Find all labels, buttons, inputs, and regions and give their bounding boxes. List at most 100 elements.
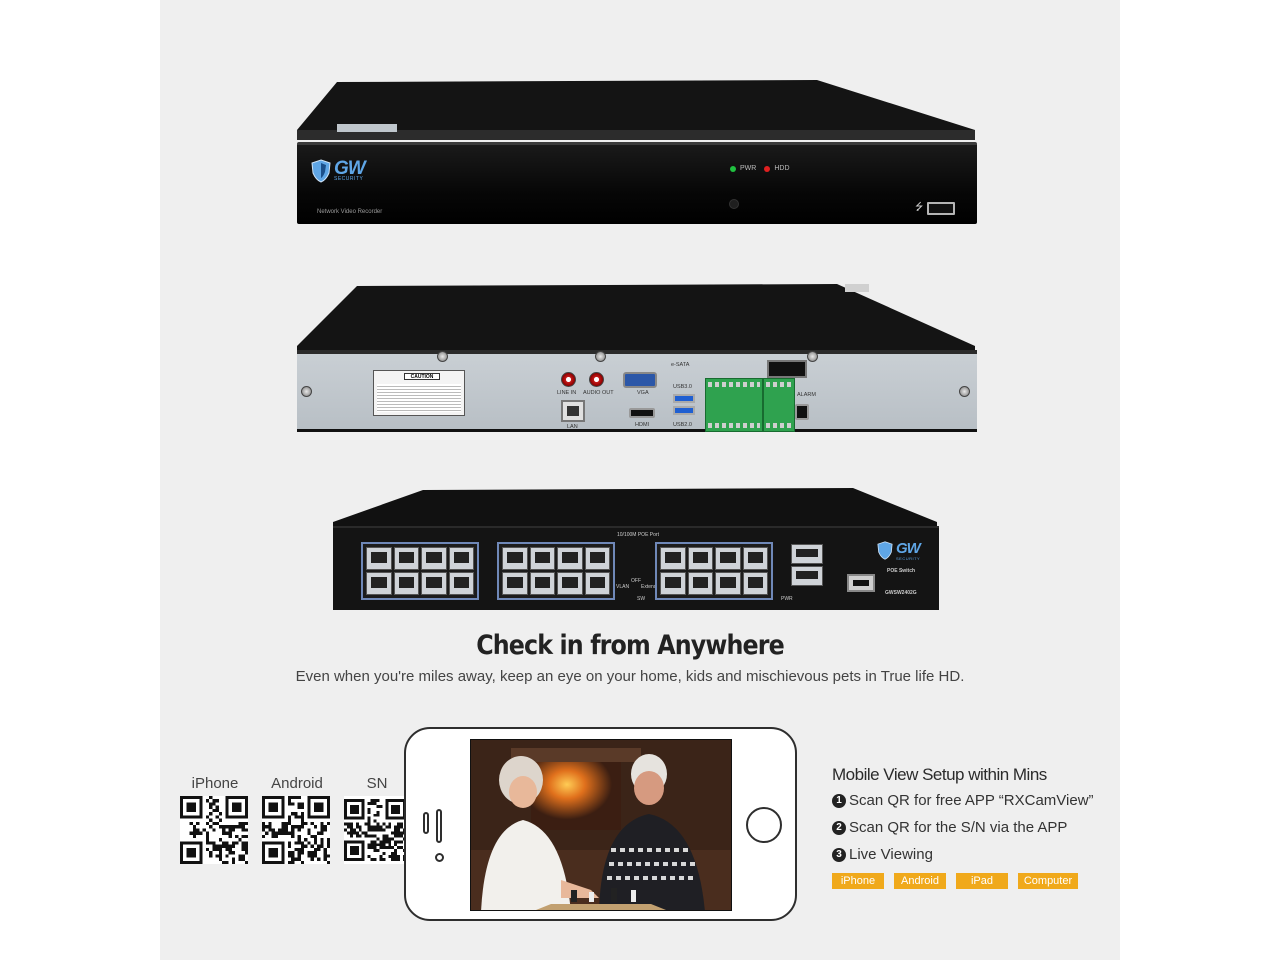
qr-label-android: Android: [271, 775, 323, 792]
poe-ports-17-24: [655, 542, 773, 600]
alarm-terminal-block: [763, 378, 795, 432]
poe-port: [715, 547, 741, 570]
poe-port: [529, 547, 555, 570]
poe-port: [366, 547, 392, 570]
platform-badge-ipad: iPad: [956, 873, 1008, 889]
platform-badge-iphone: iPhone: [832, 873, 884, 889]
step-text: Scan QR for the S/N via the APP: [849, 819, 1068, 836]
audio-out-port: [589, 372, 604, 387]
smartphone: [404, 727, 797, 921]
caution-text-lines: [377, 384, 461, 412]
setup-step-1: 1 Scan QR for free APP “RXCamView”: [832, 792, 1094, 809]
live-view-screen: [470, 739, 732, 911]
switch-logo-subtext: SECURITY: [896, 556, 921, 561]
io-terminal-block: [705, 378, 763, 432]
shield-icon: [877, 541, 893, 560]
poe-port: [557, 547, 583, 570]
step-text: Live Viewing: [849, 846, 933, 863]
phone-home-button: [746, 807, 782, 843]
setup-step-3: 3 Live Viewing: [832, 846, 933, 863]
poe-port: [502, 572, 528, 595]
nvr-front-top-panel: [297, 80, 975, 140]
product-canvas: GW SECURITY Network Video Recorder PWR H…: [160, 0, 1120, 960]
poe-switch-front: 10/100M POE Port VLAN OFF Extend SW PWR …: [333, 526, 939, 610]
shield-icon: [311, 159, 331, 183]
poe-port: [584, 572, 610, 595]
poe-ports-9-16: [497, 542, 615, 600]
usb2-label: USB2.0: [673, 422, 692, 428]
switch-pwr-label: PWR: [781, 596, 793, 602]
usb2-port: [673, 406, 695, 415]
poe-port: [502, 547, 528, 570]
platform-badges: iPhone Android iPad Computer: [832, 873, 1078, 889]
poe-port: [366, 572, 392, 595]
esata-label: e-SATA: [671, 362, 690, 368]
screw-icon: [595, 351, 606, 362]
pwr-led-icon: [730, 165, 736, 172]
screw-icon: [807, 351, 818, 362]
phone-earpiece-icon: [436, 809, 442, 843]
nvr-front-panel: GW SECURITY Network Video Recorder PWR H…: [297, 142, 977, 224]
qr-code-android: [262, 796, 330, 864]
vlan-label: VLAN: [616, 584, 630, 590]
sfp-port: [847, 574, 875, 592]
headline: Check in from Anywhere: [476, 630, 784, 661]
nvr-rear-panel: CAUTION LINE IN AUDIO OUT VGA e-SATA USB…: [297, 350, 977, 432]
step-number: 2: [832, 820, 846, 835]
alarm-label: ALARM: [797, 392, 816, 398]
poe-port: [557, 572, 583, 595]
lan-port: [561, 400, 585, 422]
poe-ports-1-8: [361, 542, 479, 600]
step-number: 1: [832, 793, 846, 808]
caution-label: CAUTION: [373, 370, 465, 416]
poe-port: [742, 547, 768, 570]
dc-power-port: [795, 404, 809, 420]
hdmi-port: [629, 408, 655, 418]
poe-port-header: 10/100M POE Port: [617, 532, 659, 538]
screw-icon: [301, 386, 312, 397]
switch-model: GWSW2402G: [885, 590, 917, 596]
step-text: Scan QR for free APP “RXCamView”: [849, 792, 1094, 809]
caution-title: CAUTION: [404, 373, 440, 380]
usb-icon: ⭍: [915, 202, 924, 213]
poe-port: [421, 547, 447, 570]
subline: Even when you're miles away, keep an eye…: [295, 668, 965, 685]
ir-receiver: [729, 199, 739, 209]
switch-top-panel: [333, 488, 937, 528]
usb3-port: [673, 394, 695, 403]
hdmi-label: HDMI: [635, 422, 650, 428]
live-view-image: [471, 740, 731, 910]
platform-badge-android: Android: [894, 873, 946, 889]
uplink-port: [791, 566, 823, 586]
poe-port: [687, 547, 713, 570]
step-number: 3: [832, 847, 846, 862]
poe-port: [393, 547, 419, 570]
usb3-label: USB3.0: [673, 384, 692, 390]
poe-port: [742, 572, 768, 595]
front-usb: ⭍: [915, 200, 956, 217]
extend-label: Extend: [641, 584, 657, 590]
platform-badge-computer: Computer: [1018, 873, 1078, 889]
poe-port: [448, 547, 474, 570]
line-in-port: [561, 372, 576, 387]
phone-speaker-icon: [423, 812, 429, 834]
setup-title: Mobile View Setup within Mins: [832, 765, 1047, 784]
poe-port: [448, 572, 474, 595]
vga-label: VGA: [637, 390, 649, 396]
off-label: OFF: [631, 578, 641, 584]
screw-icon: [959, 386, 970, 397]
screw-icon: [437, 351, 448, 362]
switch-model-label: POE Switch: [887, 568, 916, 574]
phone-camera-icon: [435, 853, 444, 862]
poe-port: [584, 547, 610, 570]
poe-port: [687, 572, 713, 595]
uplink-port: [791, 544, 823, 564]
switch-logo-text: GW: [896, 540, 921, 557]
logo-text: GW: [334, 158, 366, 179]
power-switch: [767, 360, 807, 378]
audio-out-label: AUDIO OUT: [583, 390, 614, 396]
nvr-caption: Network Video Recorder: [317, 209, 383, 215]
logo-subtext: SECURITY: [334, 176, 364, 182]
poe-port: [715, 572, 741, 595]
poe-port: [660, 547, 686, 570]
